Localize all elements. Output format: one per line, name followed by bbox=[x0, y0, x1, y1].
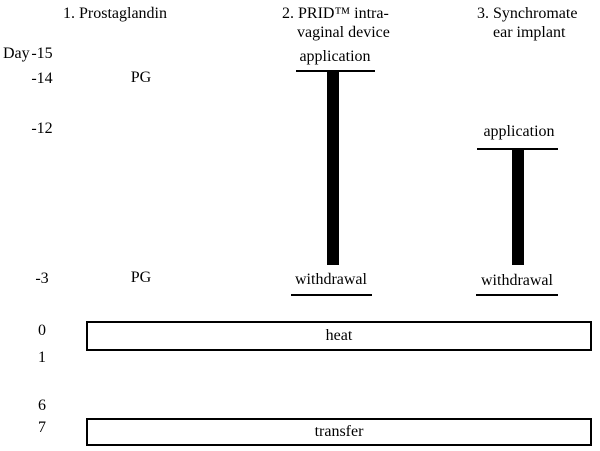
prid-duration-bar bbox=[327, 72, 339, 265]
day-label-minus14: -14 bbox=[31, 70, 53, 87]
transfer-event-box: transfer bbox=[86, 418, 592, 446]
pg-injection-day-minus3: PG bbox=[130, 269, 152, 286]
day-axis-prefix: Day bbox=[3, 45, 30, 62]
day-label-minus3: -3 bbox=[35, 270, 49, 287]
transfer-event-label: transfer bbox=[314, 423, 364, 440]
synchromate-withdrawal-rule bbox=[476, 294, 558, 296]
prid-application-rule bbox=[296, 70, 375, 72]
pg-injection-day-minus14: PG bbox=[130, 69, 152, 86]
heat-event-label: heat bbox=[325, 327, 353, 344]
day-label-1: 1 bbox=[38, 349, 46, 366]
day-label-0: 0 bbox=[38, 322, 46, 339]
day-label-7: 7 bbox=[38, 419, 46, 436]
prid-withdrawal-label: withdrawal bbox=[295, 271, 367, 288]
heading-synchromate-line1: 3. Synchromate bbox=[477, 5, 578, 22]
heading-prid-line1: 2. PRID™ intra- bbox=[282, 5, 389, 22]
synchromate-withdrawal-label: withdrawal bbox=[481, 272, 553, 289]
synchromate-duration-bar bbox=[512, 150, 524, 265]
synchromate-application-label: application bbox=[483, 123, 555, 140]
heading-synchromate-line2: ear implant bbox=[493, 24, 566, 41]
day-label-minus12: -12 bbox=[31, 120, 53, 137]
day-label-minus15: -15 bbox=[31, 45, 53, 62]
prid-application-label: application bbox=[299, 48, 371, 65]
heading-prostaglandin: 1. Prostaglandin bbox=[63, 5, 167, 22]
day-label-6: 6 bbox=[38, 397, 46, 414]
prid-withdrawal-rule bbox=[291, 294, 372, 296]
heat-event-box: heat bbox=[86, 321, 592, 351]
heading-prid-line2: vaginal device bbox=[297, 24, 390, 41]
synchromate-application-rule bbox=[477, 148, 558, 150]
